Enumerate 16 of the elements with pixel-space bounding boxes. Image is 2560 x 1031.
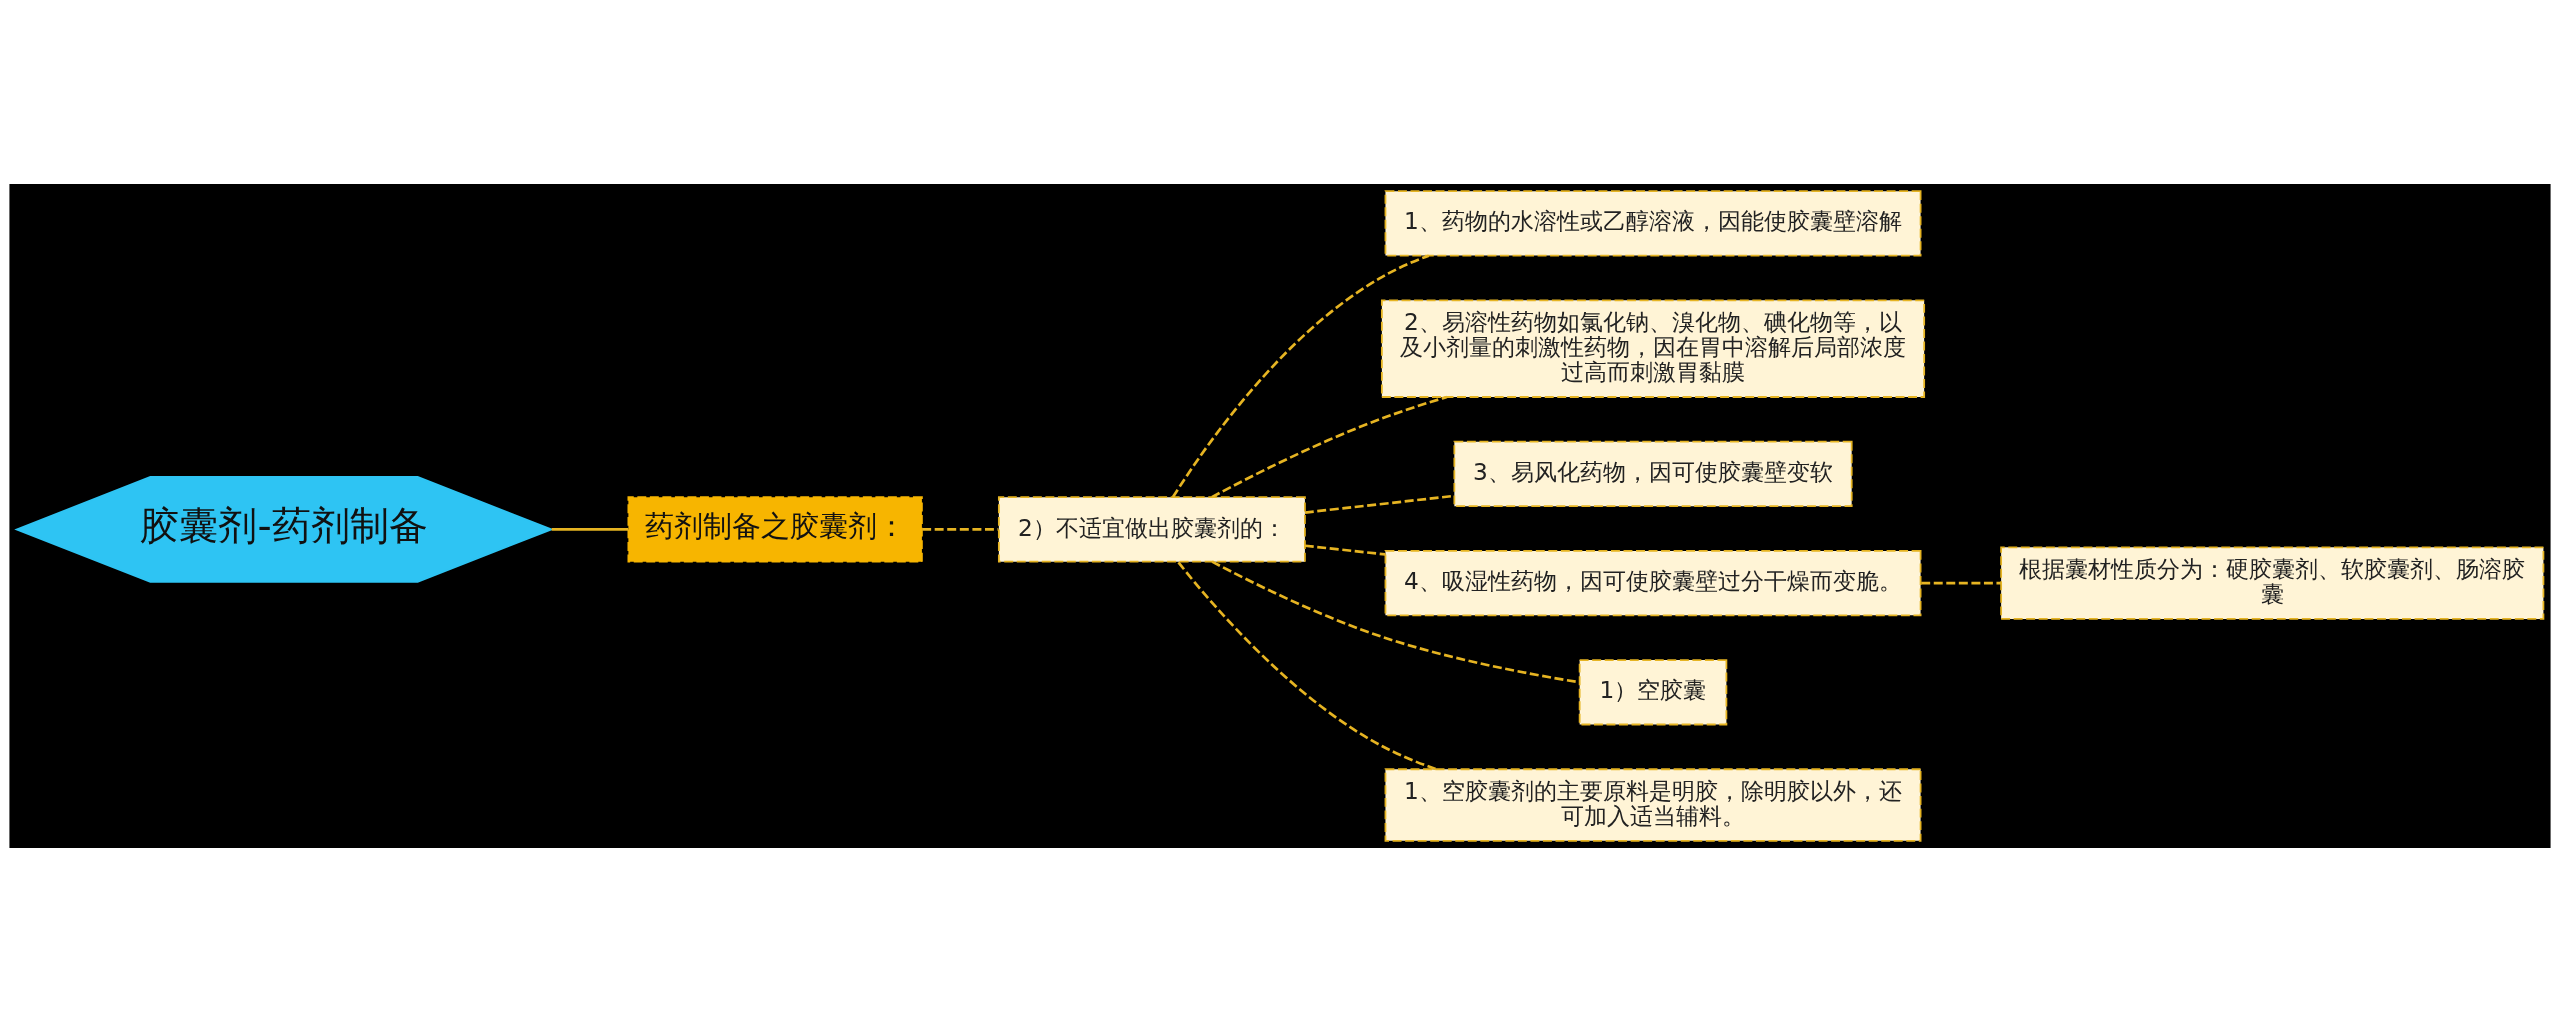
node-box: 根据囊材性质分为：硬胶囊剂、软胶囊剂、肠溶胶囊 [2000,545,2545,620]
node-box: 1、空胶囊剂的主要原料是明胶，除明胶以外，还可加入适当辅料。 [1384,767,1922,842]
connector [1921,581,2001,584]
connector [1177,561,1437,770]
connector [1171,253,1430,498]
connector [1211,395,1448,498]
connector [1304,543,1386,556]
connector [922,527,999,531]
node-box: 4、吸湿性药物，因可使胶囊壁过分干燥而变脆。 [1384,549,1922,616]
node-box: 2、易溶性药物如氯化钠、溴化物、碘化物等，以及小剂量的刺激性药物，因在胃中溶解后局部浓度过高而刺激胃黏膜 [1380,298,1926,398]
node-box: 3、易风化药物，因可使胶囊壁变软 [1453,440,1853,507]
node-box: 2）不适宜做出胶囊剂的： [997,495,1306,563]
node-box: 1）空胶囊 [1578,658,1728,725]
node-box: 1、药物的水溶性或乙醇溶液，因能使胶囊壁溶解 [1384,189,1922,256]
node-box: 药剂制备之胶囊剂： [627,495,923,563]
connector [551,527,629,531]
